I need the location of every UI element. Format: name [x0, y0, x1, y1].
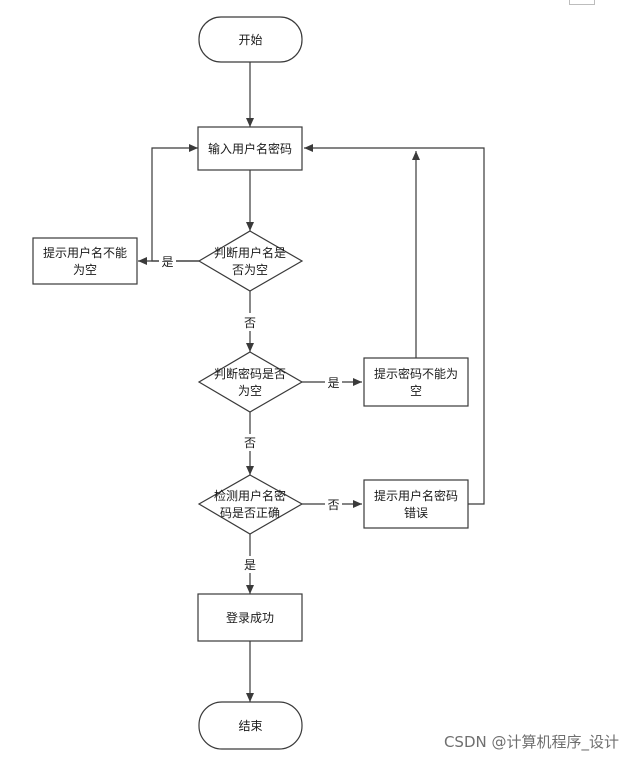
- node-end: 结束: [198, 701, 303, 750]
- start-terminator: [198, 16, 303, 63]
- user-empty-label-line1: 提示用户名不能: [43, 245, 127, 260]
- user-empty-label-line2: 为空: [73, 263, 97, 277]
- success-box: [197, 593, 303, 642]
- pwd-empty-box: [363, 357, 469, 407]
- input-label: 输入用户名密码: [208, 141, 292, 156]
- edge-check-user-yes-loop: [151, 144, 199, 262]
- verify-label-line2: 码是否正确: [220, 506, 280, 520]
- check-user-label-line1: 判断用户名是: [214, 245, 286, 260]
- check-pwd-label-line2: 为空: [238, 384, 262, 398]
- start-label: 开始: [238, 33, 262, 47]
- pwd-empty-label-line2: 空: [410, 384, 422, 398]
- verify-label-line1: 检测用户名密: [214, 488, 286, 503]
- label-pwd-no: 否: [244, 436, 256, 450]
- node-error: 提示用户名密码 错误: [363, 479, 469, 529]
- pwd-empty-label-line1: 提示密码不能为: [374, 366, 458, 381]
- input-process-box: [197, 126, 303, 171]
- node-user-empty: 提示用户名不能 为空: [32, 237, 138, 285]
- node-verify: 检测用户名密 码是否正确: [197, 474, 304, 535]
- label-verify-no: 否: [327, 498, 339, 512]
- edge-labels: 是 否 是 否 否 是: [159, 253, 342, 573]
- user-empty-box: [32, 237, 138, 285]
- end-terminator: [198, 701, 303, 750]
- verify-decision: [197, 474, 304, 535]
- success-label: 登录成功: [226, 610, 274, 625]
- check-user-decision: [197, 230, 304, 292]
- error-label-line2: 错误: [404, 506, 428, 520]
- node-check-user: 判断用户名是 否为空: [197, 230, 304, 292]
- edge-error-to-input: [304, 144, 485, 505]
- check-pwd-decision: [197, 351, 304, 413]
- node-start: 开始: [198, 16, 303, 63]
- node-pwd-empty: 提示密码不能为 空: [363, 357, 469, 407]
- label-user-yes: 是: [161, 255, 173, 269]
- error-label-line1: 提示用户名密码: [374, 488, 458, 503]
- label-user-no: 否: [244, 316, 256, 330]
- node-check-pwd: 判断密码是否 为空: [197, 351, 304, 413]
- label-pwd-yes: 是: [327, 376, 339, 390]
- watermark: CSDN @计算机程序_设计: [443, 733, 619, 751]
- node-input: 输入用户名密码: [197, 126, 303, 171]
- check-pwd-label-line1: 判断密码是否: [214, 366, 286, 381]
- end-label: 结束: [238, 719, 262, 733]
- check-user-label-line2: 否为空: [232, 263, 268, 277]
- error-box: [363, 479, 469, 529]
- label-verify-yes: 是: [244, 558, 256, 572]
- window-edge-mark: [569, 0, 595, 5]
- node-success: 登录成功: [197, 593, 303, 642]
